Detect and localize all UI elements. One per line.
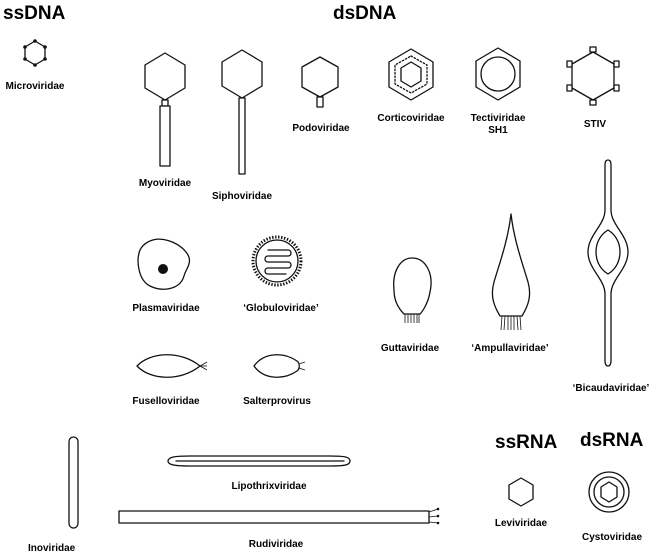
inoviridae-short-filament (68, 436, 79, 529)
guttaviridae-virion (393, 257, 432, 323)
plasmaviridae-virion (137, 238, 191, 290)
label-guttaviridae: Guttaviridae (381, 343, 440, 354)
label-fuselloviridae: Fuselloviridae (132, 396, 200, 407)
label-myoviridae: Myoviridae (139, 178, 192, 189)
header-dsrna: dsRNA (580, 430, 644, 451)
label-lipothrixviridae: Lipothrixviridae (231, 481, 306, 492)
label-salterprovirus: Salterprovirus (243, 396, 311, 407)
header-ssrna: ssRNA (495, 432, 558, 453)
microviridae-virion (23, 39, 47, 67)
label-ampullaviridae: ‘Ampullaviridae’ (471, 343, 548, 354)
tectiviridae-virion (475, 47, 521, 101)
lipothrixviridae-virion (167, 455, 351, 467)
label-inoviridae: Inoviridae (28, 543, 76, 552)
fuselloviridae-virion (136, 354, 208, 378)
label-rudiviridae: Rudiviridae (249, 539, 304, 550)
label-tectiviridae: Tectiviridae (471, 113, 526, 124)
label-corticoviridae: Corticoviridae (377, 113, 445, 124)
salterprovirus-virion (253, 354, 306, 378)
myoviridae-virion (144, 52, 186, 167)
label-leviviridae: Leviviridae (495, 518, 548, 529)
label-podoviridae: Podoviridae (292, 123, 350, 134)
label-globuloviridae: ‘Globuloviridae’ (243, 303, 319, 314)
label-sh1: SH1 (488, 125, 508, 136)
podoviridae-virion (301, 56, 339, 108)
bicaudaviridae-virion (587, 159, 629, 367)
siphoviridae-virion (221, 49, 263, 175)
label-stiv: STIV (584, 119, 607, 130)
corticoviridae-virion (388, 48, 434, 101)
header-dsdna: dsDNA (333, 3, 397, 24)
leviviridae-virion (508, 477, 534, 507)
ampullaviridae-virion (491, 213, 531, 331)
label-siphoviridae: Siphoviridae (212, 191, 272, 202)
inoviridae-long-filament (15, 133, 34, 532)
rudiviridae-virion (118, 507, 440, 525)
label-microviridae: Microviridae (6, 81, 65, 92)
header-ssdna: ssDNA (3, 3, 66, 24)
label-plasmaviridae: Plasmaviridae (132, 303, 200, 314)
stiv-virion (566, 46, 620, 106)
cystoviridae-virion (588, 471, 630, 513)
globuloviridae-virion (251, 235, 303, 287)
label-bicaudaviridae: ‘Bicaudaviridae’ (573, 383, 650, 394)
label-cystoviridae: Cystoviridae (582, 532, 642, 543)
